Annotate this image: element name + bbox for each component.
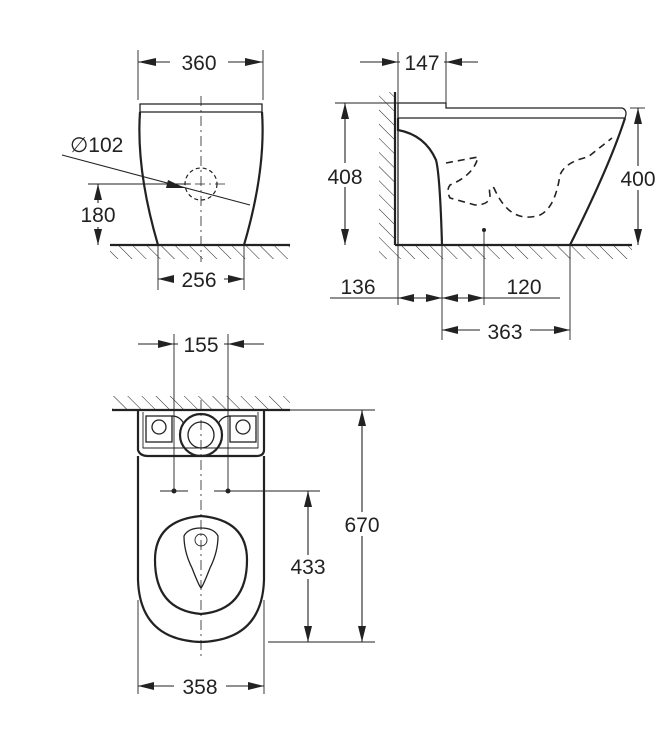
arrow (442, 326, 458, 334)
arrow (138, 58, 156, 66)
arrow (468, 294, 484, 302)
arrow (304, 491, 312, 507)
fixing-offset-label: 120 (506, 276, 541, 299)
plan-bowl-opening (183, 527, 219, 589)
side-body-rear (396, 118, 444, 246)
arrow (426, 294, 442, 302)
side-view: 147 408 400 136 120 363 (321, 50, 660, 344)
front-body-outline (138, 111, 264, 246)
left-port (151, 419, 167, 435)
arrow (158, 275, 174, 283)
side-lid (397, 102, 627, 119)
arrow (442, 294, 458, 302)
outlet-from-wall-label: 136 (340, 276, 375, 299)
total-height-label: 408 (327, 166, 362, 189)
side-body-front (569, 117, 627, 246)
arrow (358, 626, 366, 642)
wall-offset-label: 147 (404, 52, 439, 75)
arrow (358, 410, 366, 426)
right-port-box (229, 415, 257, 443)
plan-width-label: 358 (182, 676, 217, 699)
arrow (634, 229, 642, 245)
arrow (158, 340, 174, 348)
front-floor-hatch (110, 245, 290, 259)
arrow (248, 682, 264, 690)
rim-height-label: 400 (620, 168, 655, 191)
fixing-depth-label: 433 (290, 556, 325, 579)
arrow (446, 58, 462, 66)
base-width-label: 256 (181, 269, 216, 292)
left-port-box (145, 415, 173, 443)
arrow (138, 682, 154, 690)
arrow (94, 229, 102, 245)
arrow (634, 108, 642, 124)
side-floor-hatch (379, 245, 632, 259)
inlet-connectors (171, 415, 231, 425)
fixing-spacing-label: 155 (183, 334, 218, 357)
front-width-label: 360 (181, 52, 216, 75)
arrow (554, 326, 570, 334)
total-depth-label: 670 (344, 514, 379, 537)
wall-hatch (379, 92, 395, 245)
arrow (228, 340, 244, 348)
front-view: 360 ∅102 180 256 (61, 50, 290, 292)
arrow (341, 103, 349, 119)
right-port (235, 419, 251, 435)
arrow (228, 275, 244, 283)
plan-view: 155 670 433 358 (112, 332, 386, 699)
inlet-diameter-leader (61, 154, 251, 206)
inlet-height-label: 180 (80, 204, 115, 227)
arrow (341, 229, 349, 245)
arrow (382, 58, 398, 66)
plan-seat (153, 514, 249, 616)
arrow (94, 184, 102, 200)
fixing-to-front-label: 363 (487, 321, 522, 344)
inlet-diameter-label: ∅102 (70, 134, 123, 157)
arrow (245, 58, 263, 66)
arrow (304, 626, 312, 642)
side-bowl-dashed (445, 137, 613, 218)
arrow (398, 294, 414, 302)
